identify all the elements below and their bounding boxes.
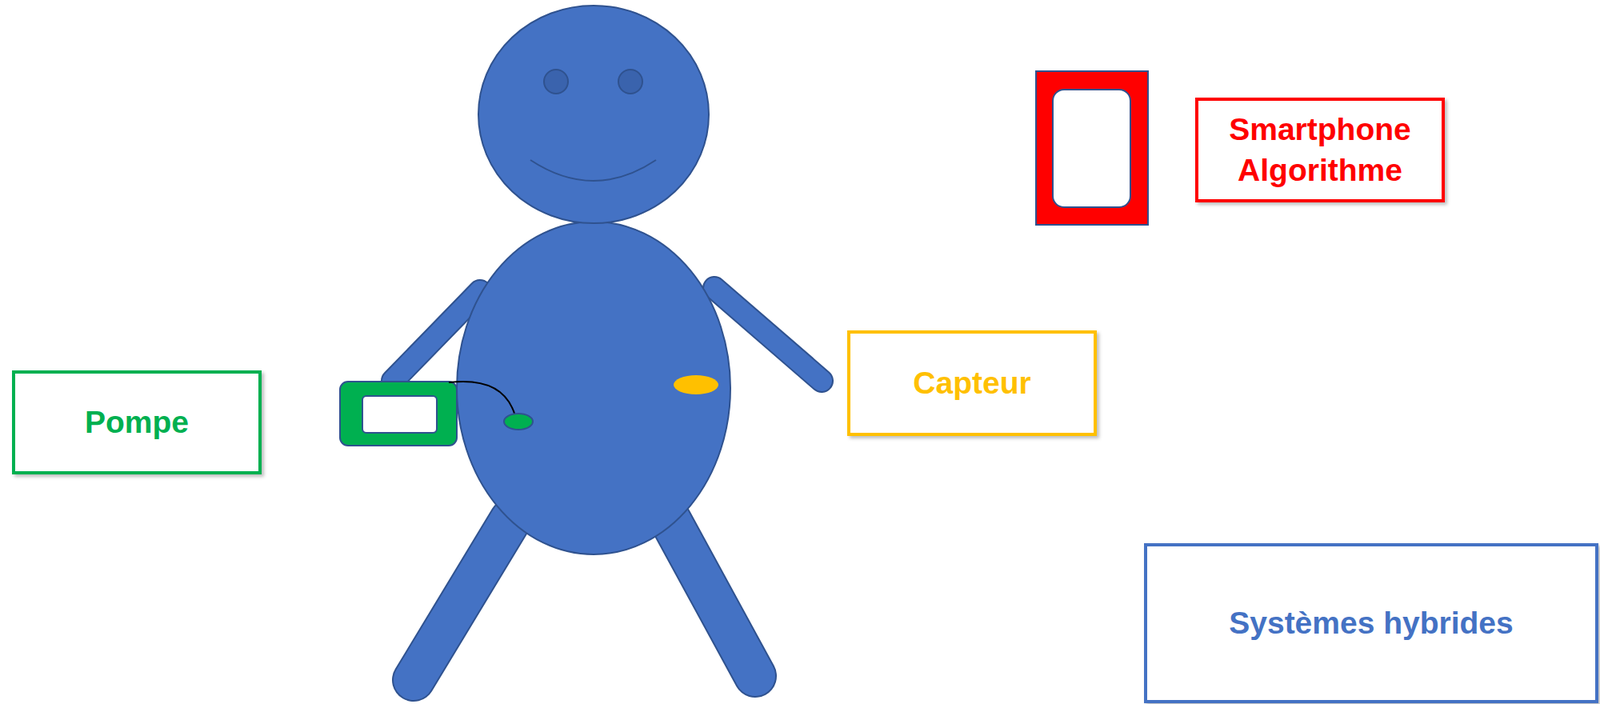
text-group: Capteur	[896, 363, 1047, 404]
box-label: Pompe	[84, 402, 189, 444]
head	[478, 5, 709, 224]
glucose-sensor	[673, 375, 719, 395]
box-label: Capteur	[912, 363, 1031, 404]
right-arm-fill	[714, 288, 822, 381]
insulin-pump	[340, 381, 533, 446]
right-arm	[714, 288, 822, 381]
box-label: Smartphone Algorithme	[1214, 109, 1426, 191]
pump-screen	[362, 396, 437, 433]
pump-device	[340, 381, 457, 446]
algorithm-box: Smartphone Algorithme	[1195, 97, 1445, 203]
text-group: Pompe	[68, 402, 205, 444]
body	[456, 221, 731, 555]
eye	[618, 69, 643, 94]
phone-screen	[1052, 89, 1131, 208]
left-leg	[413, 520, 511, 680]
right-leg	[668, 516, 756, 676]
left-leg-fill	[413, 520, 511, 680]
hybrid-systems-box: Systèmes hybrides	[1144, 543, 1599, 704]
smile	[530, 160, 656, 181]
smartphone	[1036, 71, 1148, 225]
right-leg-fill	[668, 516, 756, 676]
text-group: Smartphone Algorithme	[1198, 109, 1442, 191]
infusion-site	[504, 413, 533, 430]
pump-box: Pompe	[12, 370, 262, 475]
pump-tube	[448, 381, 516, 416]
person-figure	[392, 5, 822, 680]
text-group: Systèmes hybrides	[1212, 603, 1530, 644]
sensor-box: Capteur	[847, 330, 1097, 436]
phone-body	[1036, 71, 1148, 225]
eye	[544, 69, 568, 94]
box-label: Systèmes hybrides	[1228, 603, 1514, 644]
